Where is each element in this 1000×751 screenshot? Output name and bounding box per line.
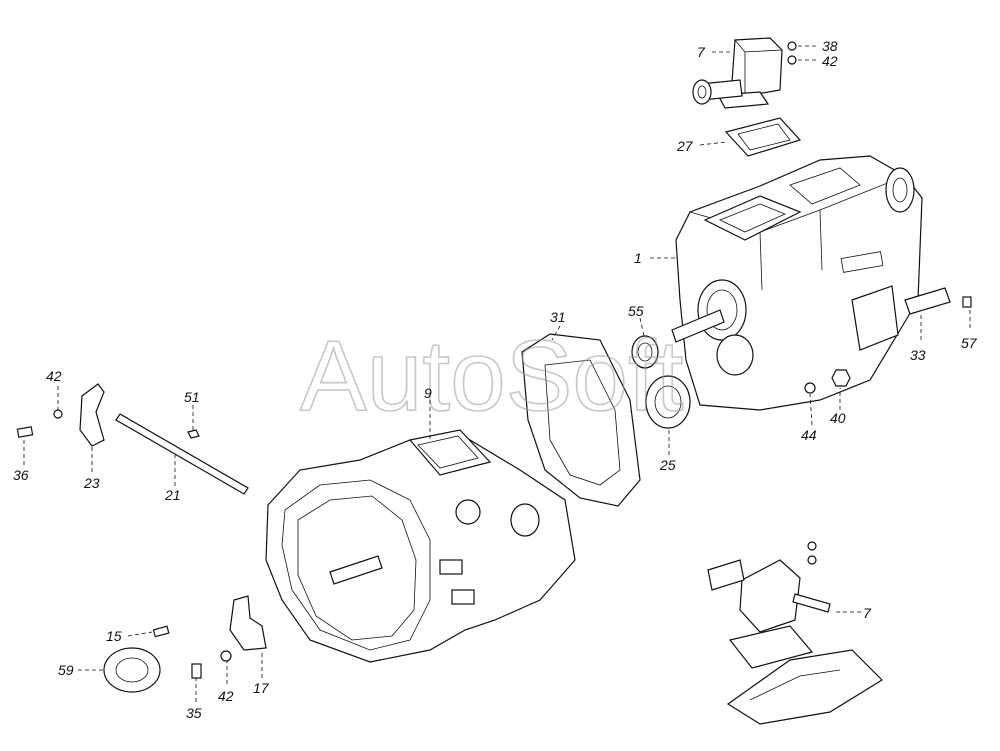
fork-17 bbox=[229, 595, 267, 651]
callout-42: 42 bbox=[822, 53, 838, 69]
callout-44: 44 bbox=[801, 427, 817, 443]
leader-lines bbox=[23, 45, 971, 702]
callout-17: 17 bbox=[253, 680, 270, 696]
cover-33 bbox=[904, 287, 951, 315]
shaft-21 bbox=[115, 413, 249, 495]
gearbox-housing bbox=[671, 155, 923, 411]
callout-25: 25 bbox=[659, 457, 676, 473]
callout-51: 51 bbox=[184, 389, 200, 405]
gasket-27 bbox=[724, 117, 802, 157]
callout-33: 33 bbox=[910, 347, 926, 363]
callout-7: 7 bbox=[863, 605, 872, 621]
callout-42: 42 bbox=[46, 368, 62, 384]
callout-1: 1 bbox=[634, 250, 642, 266]
callout-labels: 7 38 42 27 1 55 31 9 33 57 40 44 25 42 5… bbox=[13, 38, 978, 721]
clutch-housing bbox=[265, 429, 576, 663]
shift-mechanism-bottom bbox=[707, 541, 883, 725]
callout-36: 36 bbox=[13, 467, 29, 483]
callout-27: 27 bbox=[676, 138, 694, 154]
callout-7: 7 bbox=[697, 44, 706, 60]
callout-35: 35 bbox=[186, 705, 202, 721]
callout-23: 23 bbox=[83, 475, 100, 491]
bearing-59 bbox=[103, 647, 161, 693]
callout-21: 21 bbox=[164, 487, 181, 503]
key-51 bbox=[187, 429, 200, 439]
watermark-text: AutoSoft bbox=[300, 320, 684, 432]
shift-mechanism-top bbox=[692, 37, 797, 109]
bearing-55 bbox=[631, 335, 659, 369]
callout-40: 40 bbox=[830, 410, 846, 426]
callout-59: 59 bbox=[58, 662, 74, 678]
callout-57: 57 bbox=[961, 335, 978, 351]
callout-42: 42 bbox=[218, 688, 234, 704]
seal-25 bbox=[645, 375, 691, 429]
callout-38: 38 bbox=[822, 38, 838, 54]
callout-9: 9 bbox=[424, 385, 432, 401]
lever-23 bbox=[79, 383, 105, 447]
gasket-31 bbox=[521, 333, 641, 507]
callout-15: 15 bbox=[106, 628, 122, 644]
callout-55: 55 bbox=[628, 303, 644, 319]
callout-31: 31 bbox=[550, 309, 566, 325]
